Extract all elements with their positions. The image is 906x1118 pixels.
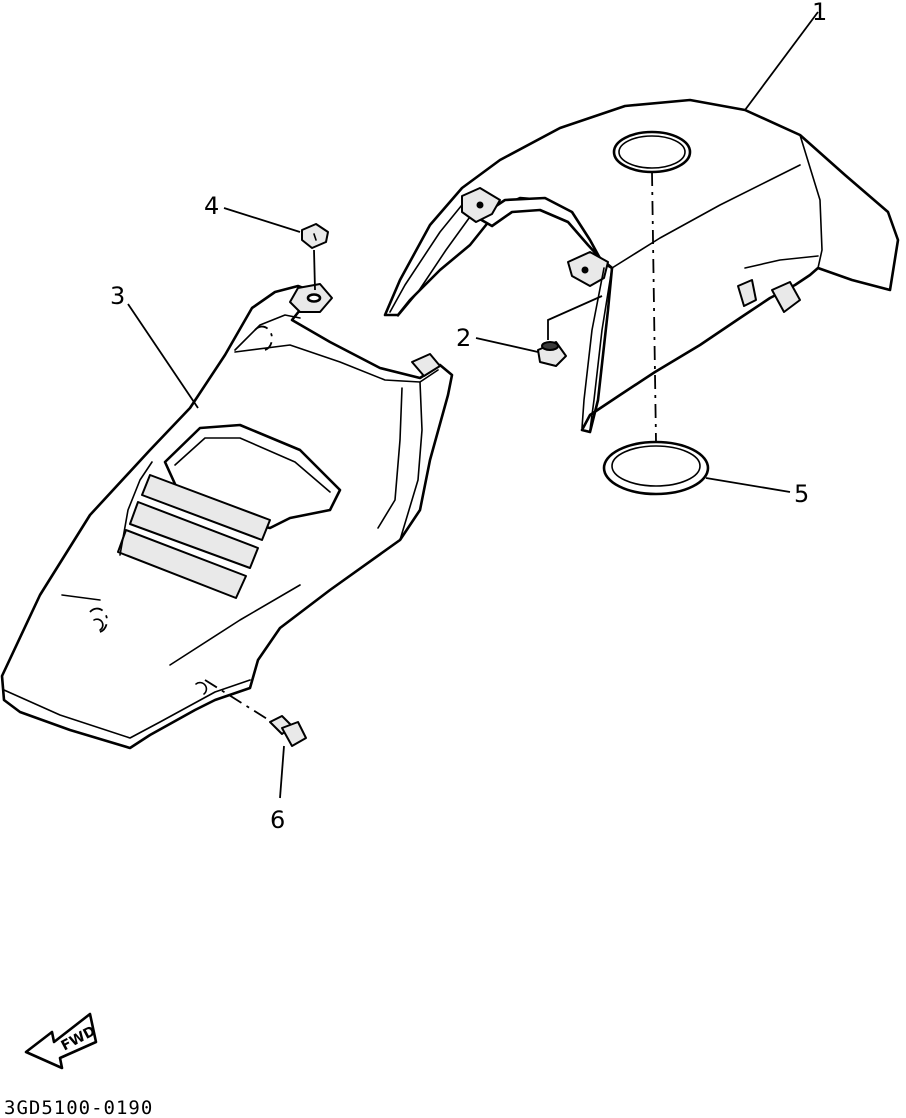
callout-3: 3 xyxy=(110,282,125,310)
callout-4: 4 xyxy=(204,192,219,220)
ring-grommet-part xyxy=(602,440,710,496)
callout-2: 2 xyxy=(456,324,471,352)
forward-arrow-icon: FWD xyxy=(24,1012,98,1070)
screw-part xyxy=(223,207,329,291)
bolt-part xyxy=(204,679,307,799)
nut-part xyxy=(537,295,603,367)
callout-1: 1 xyxy=(812,0,827,26)
alignment-axis xyxy=(651,171,657,443)
filler-opening xyxy=(612,130,692,174)
leader-5 xyxy=(705,477,791,493)
left-tab-hole-icon xyxy=(476,201,484,209)
callout-5: 5 xyxy=(794,480,809,508)
right-tab-hole-icon xyxy=(581,266,589,274)
leader-1 xyxy=(744,11,819,111)
callout-6: 6 xyxy=(270,806,285,834)
leader-3 xyxy=(127,303,199,409)
leader-2 xyxy=(475,337,539,353)
part-code: 3GD5100-0190 xyxy=(4,1097,153,1118)
side-cover-part xyxy=(0,283,454,750)
tank-cover-part xyxy=(383,98,900,434)
